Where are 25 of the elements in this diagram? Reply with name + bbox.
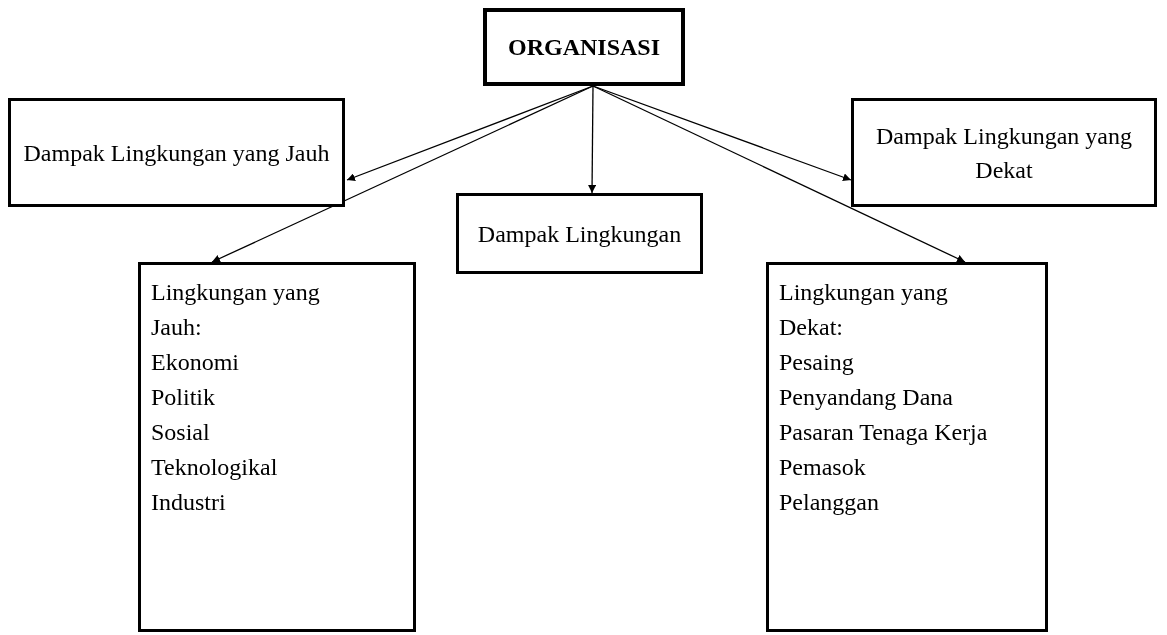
- node-label: Dampak Lingkungan: [477, 219, 682, 249]
- node-title: ORGANISASI: [507, 33, 660, 62]
- list-item: Politik: [151, 383, 216, 412]
- list-item: Industri: [151, 488, 226, 517]
- list-heading: Lingkungan yang Jauh:: [151, 278, 321, 342]
- process-box: [8, 98, 345, 207]
- list-item: Pasaran Tenaga Kerja: [779, 418, 988, 447]
- process-box: [851, 98, 1157, 207]
- list-item: Pelanggan: [779, 488, 879, 517]
- list-item: Ekonomi: [151, 348, 239, 377]
- node-label: Dampak Lingkungan yang Jauh: [23, 138, 330, 168]
- list-item: Sosial: [151, 418, 210, 447]
- list-item: Teknologikal: [151, 453, 278, 482]
- list-item: Penyandang Dana: [779, 383, 953, 412]
- arrow: [211, 85, 594, 263]
- list-box: [138, 262, 416, 632]
- list-item: Pesaing: [779, 348, 854, 377]
- title-box: [483, 8, 685, 86]
- list-box: [766, 262, 1048, 632]
- arrow: [592, 85, 966, 263]
- process-box: [456, 193, 703, 274]
- list-item: Pemasok: [779, 453, 866, 482]
- arrow: [588, 85, 597, 194]
- list-heading: Lingkungan yang Dekat:: [779, 278, 949, 342]
- node-label: Dampak Lingkungan yang Dekat: [875, 121, 1133, 185]
